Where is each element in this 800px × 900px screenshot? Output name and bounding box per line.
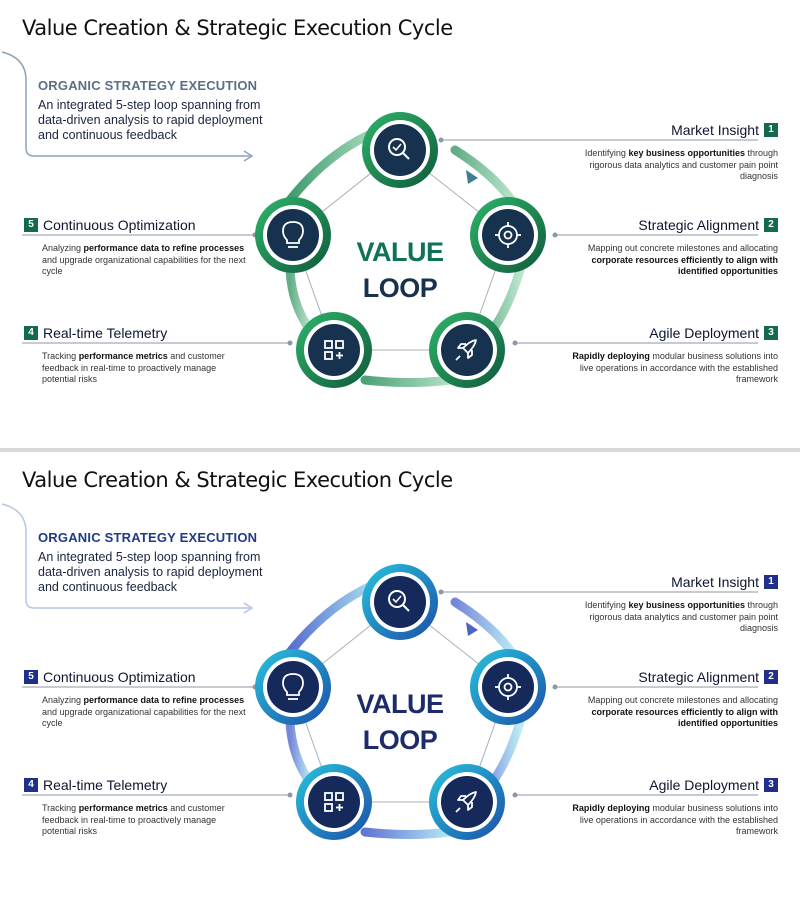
value-loop-diagram: [1, 503, 758, 840]
target-icon: [495, 674, 521, 700]
step-number-badge: 3: [764, 326, 778, 340]
step-description: Rapidly deploying modular business solut…: [572, 803, 778, 836]
step-label: Market Insight: [671, 122, 759, 138]
node-strategic-alignment: [470, 649, 546, 725]
center-line-value: VALUE: [356, 689, 444, 719]
step-strategic-alignment: Strategic Alignment 2 Mapping out concre…: [528, 217, 778, 278]
step-label: Continuous Optimization: [43, 217, 196, 233]
step-number-badge: 1: [764, 575, 778, 589]
step-description: Tracking performance metrics and custome…: [42, 351, 225, 384]
magnifier-icon: [388, 138, 410, 160]
step-agile-deployment: Agile Deployment 3 Rapidly deploying mod…: [528, 325, 778, 386]
intro-heading: ORGANIC STRATEGY EXECUTION: [38, 530, 258, 545]
center-line-loop: LOOP: [362, 725, 438, 755]
step-description: Identifying key business opportunities t…: [584, 600, 778, 633]
step-description: Analyzing performance data to refine pro…: [42, 695, 246, 728]
center-line-value: VALUE: [356, 237, 444, 267]
step-number-badge: 2: [764, 218, 778, 232]
node-agile-deployment: [429, 764, 505, 840]
step-description: Mapping out concrete milestones and allo…: [587, 243, 778, 276]
step-continuous-optimization: 5 Continuous Optimization Analyzing perf…: [24, 217, 274, 278]
flow-arrow: [466, 622, 478, 636]
lightbulb-icon: [282, 673, 304, 700]
intro-heading: ORGANIC STRATEGY EXECUTION: [38, 78, 258, 93]
flow-band: [360, 375, 455, 387]
step-description: Analyzing performance data to refine pro…: [42, 243, 246, 276]
step-description: Mapping out concrete milestones and allo…: [587, 695, 778, 728]
step-label: Strategic Alignment: [638, 217, 759, 233]
flow-band: [360, 827, 455, 839]
step-number-badge: 4: [24, 326, 38, 340]
intro-arrowhead: [243, 150, 254, 162]
intro-bracket-arrow: [1, 503, 250, 609]
node-market-insight: [362, 564, 438, 640]
node-agile-deployment: [429, 312, 505, 388]
step-number-badge: 2: [764, 670, 778, 684]
node-realtime-telemetry: [296, 764, 372, 840]
step-market-insight: Market Insight 1 Identifying key busines…: [528, 122, 778, 183]
grid-plus-icon: [324, 340, 344, 360]
flow-arrow: [466, 170, 478, 184]
page-title: Value Creation & Strategic Execution Cyc…: [22, 16, 453, 40]
step-continuous-optimization: 5 Continuous Optimization Analyzing perf…: [24, 669, 274, 730]
step-market-insight: Market Insight 1 Identifying key busines…: [528, 574, 778, 635]
step-strategic-alignment: Strategic Alignment 2 Mapping out concre…: [528, 669, 778, 730]
step-number-badge: 5: [24, 218, 38, 232]
magnifier-icon: [388, 590, 410, 612]
step-number-badge: 1: [764, 123, 778, 137]
flow-band: [450, 145, 520, 210]
step-label: Agile Deployment: [649, 777, 759, 793]
step-label: Market Insight: [671, 574, 759, 590]
rocket-icon: [455, 339, 477, 361]
node-continuous-optimization: [255, 649, 331, 725]
center-label: VALUE LOOP: [335, 686, 465, 758]
center-line-loop: LOOP: [362, 273, 438, 303]
step-label: Real-time Telemetry: [43, 325, 168, 341]
step-description: Rapidly deploying modular business solut…: [572, 351, 778, 384]
value-loop-diagram: [1, 51, 758, 388]
step-realtime-telemetry: 4 Real-time Telemetry Tracking performan…: [24, 325, 274, 386]
rocket-icon: [455, 791, 477, 813]
step-number-badge: 4: [24, 778, 38, 792]
node-continuous-optimization: [255, 197, 331, 273]
step-number-badge: 3: [764, 778, 778, 792]
step-realtime-telemetry: 4 Real-time Telemetry Tracking performan…: [24, 777, 274, 838]
page-title: Value Creation & Strategic Execution Cyc…: [22, 468, 453, 492]
intro-arrowhead: [243, 602, 254, 614]
node-realtime-telemetry: [296, 312, 372, 388]
step-label: Real-time Telemetry: [43, 777, 168, 793]
lightbulb-icon: [282, 221, 304, 248]
infographic-panel-blue: Value Creation & Strategic Execution Cyc…: [0, 452, 800, 900]
step-label: Agile Deployment: [649, 325, 759, 341]
target-icon: [495, 222, 521, 248]
intro-description: An integrated 5-step loop spanning from …: [38, 550, 263, 594]
step-number-badge: 5: [24, 670, 38, 684]
infographic-panel-green: Value Creation & Strategic Execution Cyc…: [0, 0, 800, 448]
intro-description: An integrated 5-step loop spanning from …: [38, 98, 263, 142]
step-label: Continuous Optimization: [43, 669, 196, 685]
step-label: Strategic Alignment: [638, 669, 759, 685]
node-strategic-alignment: [470, 197, 546, 273]
step-description: Tracking performance metrics and custome…: [42, 803, 225, 836]
flow-band: [285, 265, 315, 335]
intro-bracket-arrow: [1, 51, 250, 157]
step-description: Identifying key business opportunities t…: [584, 148, 778, 181]
center-label: VALUE LOOP: [335, 234, 465, 306]
step-agile-deployment: Agile Deployment 3 Rapidly deploying mod…: [528, 777, 778, 838]
node-market-insight: [362, 112, 438, 188]
flow-band: [285, 717, 315, 787]
flow-band: [450, 597, 520, 662]
grid-plus-icon: [324, 792, 344, 812]
